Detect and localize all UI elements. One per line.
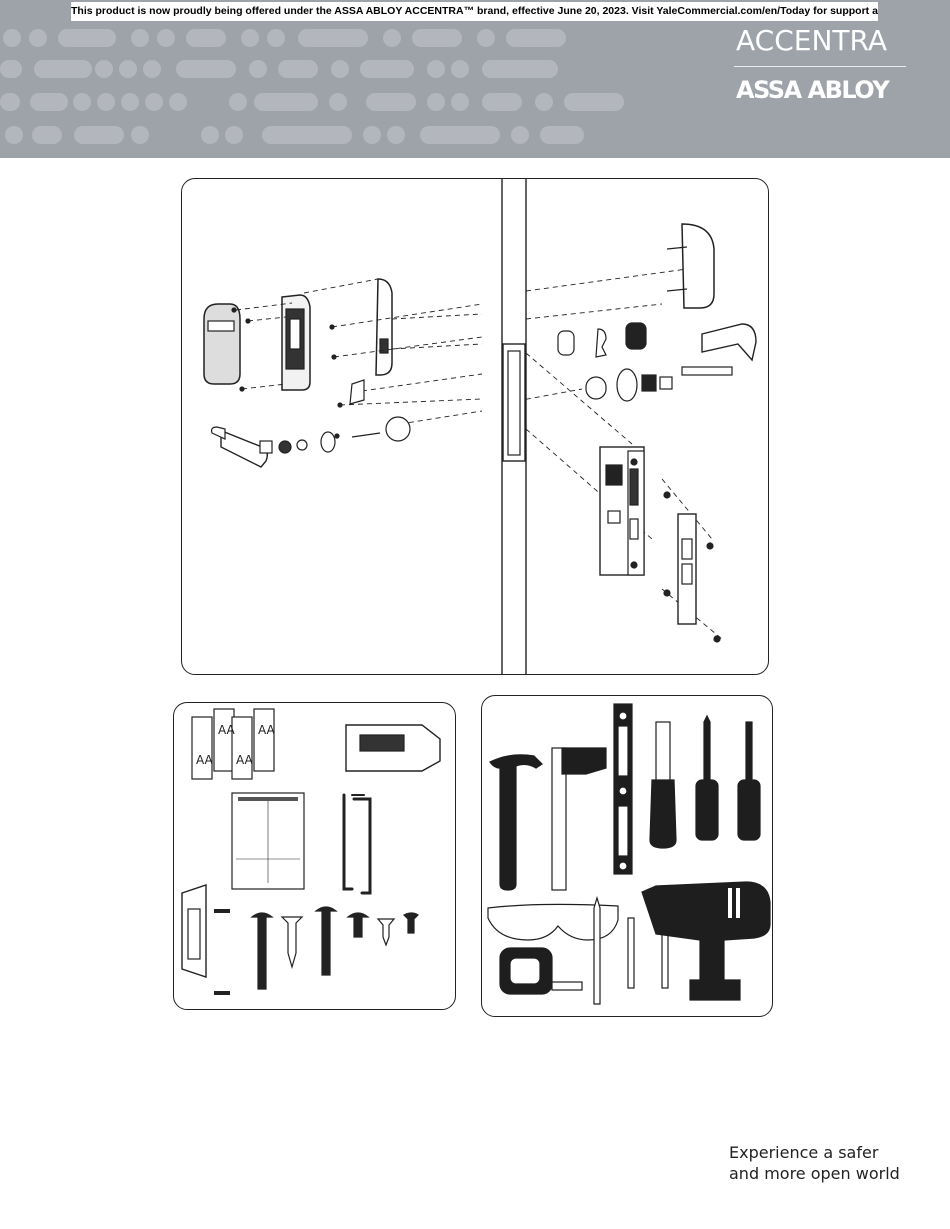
kit-contents-panel: AA AA AA AA bbox=[173, 702, 456, 1010]
outside-chassis-illustration bbox=[282, 295, 310, 390]
brand-tagline: Experience a safer and more open world bbox=[729, 1142, 929, 1184]
brand-transition-notice: This product is now proudly being offere… bbox=[71, 2, 878, 21]
kit-contents-diagram bbox=[174, 703, 456, 1010]
tools-diagram bbox=[482, 696, 773, 1017]
inside-escutcheon-illustration bbox=[667, 224, 714, 308]
pencil-icon bbox=[594, 898, 600, 1004]
logo-divider bbox=[734, 66, 906, 67]
accentra-logo: ACCENTRA bbox=[736, 24, 906, 58]
chisel-icon bbox=[650, 722, 676, 848]
aa-batteries-illustration bbox=[192, 709, 274, 779]
strike-and-screws-illustration bbox=[182, 885, 418, 995]
tagline-line-1: Experience a safer bbox=[729, 1142, 929, 1163]
phillips-screwdriver-icon bbox=[696, 716, 718, 840]
battery-label-1: AA bbox=[196, 753, 213, 767]
hex-keys-illustration bbox=[344, 795, 370, 893]
header-banner: This product is now proudly being offere… bbox=[0, 0, 950, 158]
battery-label-4: AA bbox=[258, 723, 275, 737]
tape-measure-icon bbox=[500, 948, 582, 994]
level-icon bbox=[614, 704, 632, 874]
flathead-screwdriver-icon bbox=[738, 722, 760, 840]
power-drill-icon bbox=[642, 882, 770, 1000]
exploded-lock-diagram bbox=[182, 179, 769, 675]
battery-label-3: AA bbox=[236, 753, 253, 767]
inside-lever-illustration bbox=[682, 324, 756, 375]
hammer-icon bbox=[490, 755, 542, 890]
strike-plate-illustration bbox=[678, 514, 696, 624]
mortise-lock-illustration bbox=[600, 447, 644, 575]
template-sheet-illustration bbox=[232, 793, 304, 889]
assa-abloy-logo: ASSA ABLOY bbox=[736, 74, 908, 106]
outside-cover-illustration bbox=[204, 304, 240, 384]
tagline-line-2: and more open world bbox=[729, 1163, 929, 1184]
exploded-view-panel bbox=[181, 178, 769, 675]
outside-lever-illustration bbox=[212, 417, 410, 467]
required-tools-panel bbox=[481, 695, 773, 1017]
battery-label-2: AA bbox=[218, 723, 235, 737]
battery-pack-illustration bbox=[346, 725, 440, 771]
combination-square-icon bbox=[552, 748, 606, 890]
